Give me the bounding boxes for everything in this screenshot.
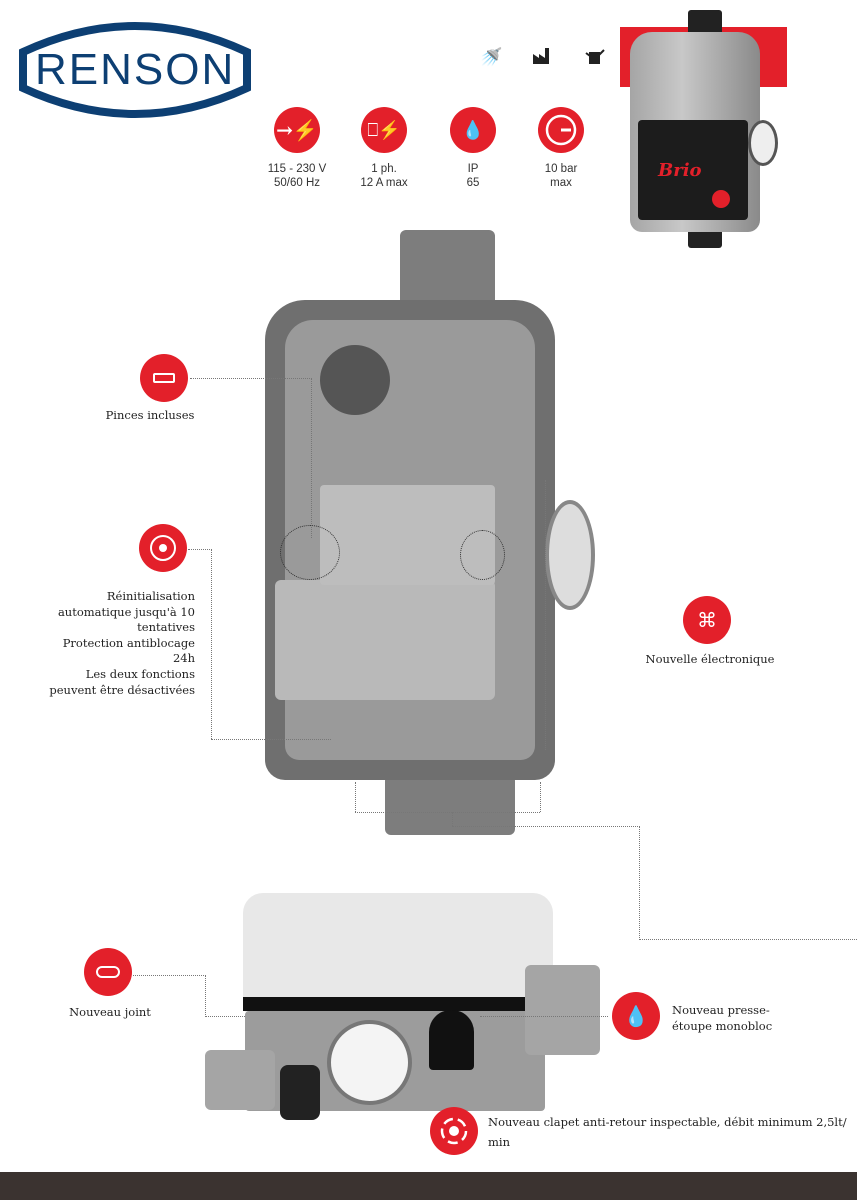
power-input-icon: →⚡ [274,107,320,153]
pressure-gauge-icon [538,107,584,153]
feature-presse-line: étoupe monobloc [672,1018,773,1033]
water-drops-icon: 💧 [450,107,496,153]
factory-icon [533,48,551,64]
feature-reset-line: Réinitialisation [106,589,195,603]
spec-ip: IP [467,163,479,175]
spec-ip-value: 65 [466,177,480,189]
product-photo-side [205,885,600,1135]
spec-current: 12 A max [360,177,408,189]
feature-reset-line: 24h [172,651,195,666]
feature-electronique: Nouvelle électronique [645,652,775,666]
product-label: Brio [658,160,702,181]
feature-clapet-line: min [488,1135,510,1149]
feature-clapet-line: Nouveau clapet anti-retour inspectable, … [488,1115,847,1129]
feature-reset-line: automatique jusqu'à 10 [57,604,195,619]
reset-icon [139,524,187,572]
feature-presse-line: Nouveau presse- [672,1003,770,1017]
spec-pressure-max: max [550,177,572,189]
circuit-icon: ⌘ [683,596,731,644]
feature-pinces: Pinces incluses [105,408,195,422]
spec-voltage: 115 - 230 V [267,163,327,175]
check-valve-icon [430,1107,478,1155]
shower-icon: 🚿 [480,47,503,68]
clamp-icon [140,354,188,402]
feature-reset-line: tentatives [137,620,195,635]
motor-phase-icon: ⎕⚡ [361,107,407,153]
feature-joint: Nouveau joint [69,1005,151,1019]
watering-can-icon [585,48,605,64]
spec-pressure: 10 bar [544,163,578,175]
footer-bar [0,1172,857,1200]
seal-icon [84,948,132,996]
feature-reset-line: Protection antiblocage [62,635,195,650]
logo-text: RENSON [35,45,236,94]
cable-gland-icon: 💧 [612,992,660,1040]
spec-phase: 1 ph. [371,163,397,175]
spec-frequency: 50/60 Hz [273,177,321,189]
product-photo-open [265,230,595,835]
renson-logo: RENSON [15,12,255,128]
product-photo-top: Brio [628,10,783,248]
feature-reset-line: peuvent être désactivées [49,682,195,697]
feature-reset-line: Les deux fonctions [85,666,195,681]
